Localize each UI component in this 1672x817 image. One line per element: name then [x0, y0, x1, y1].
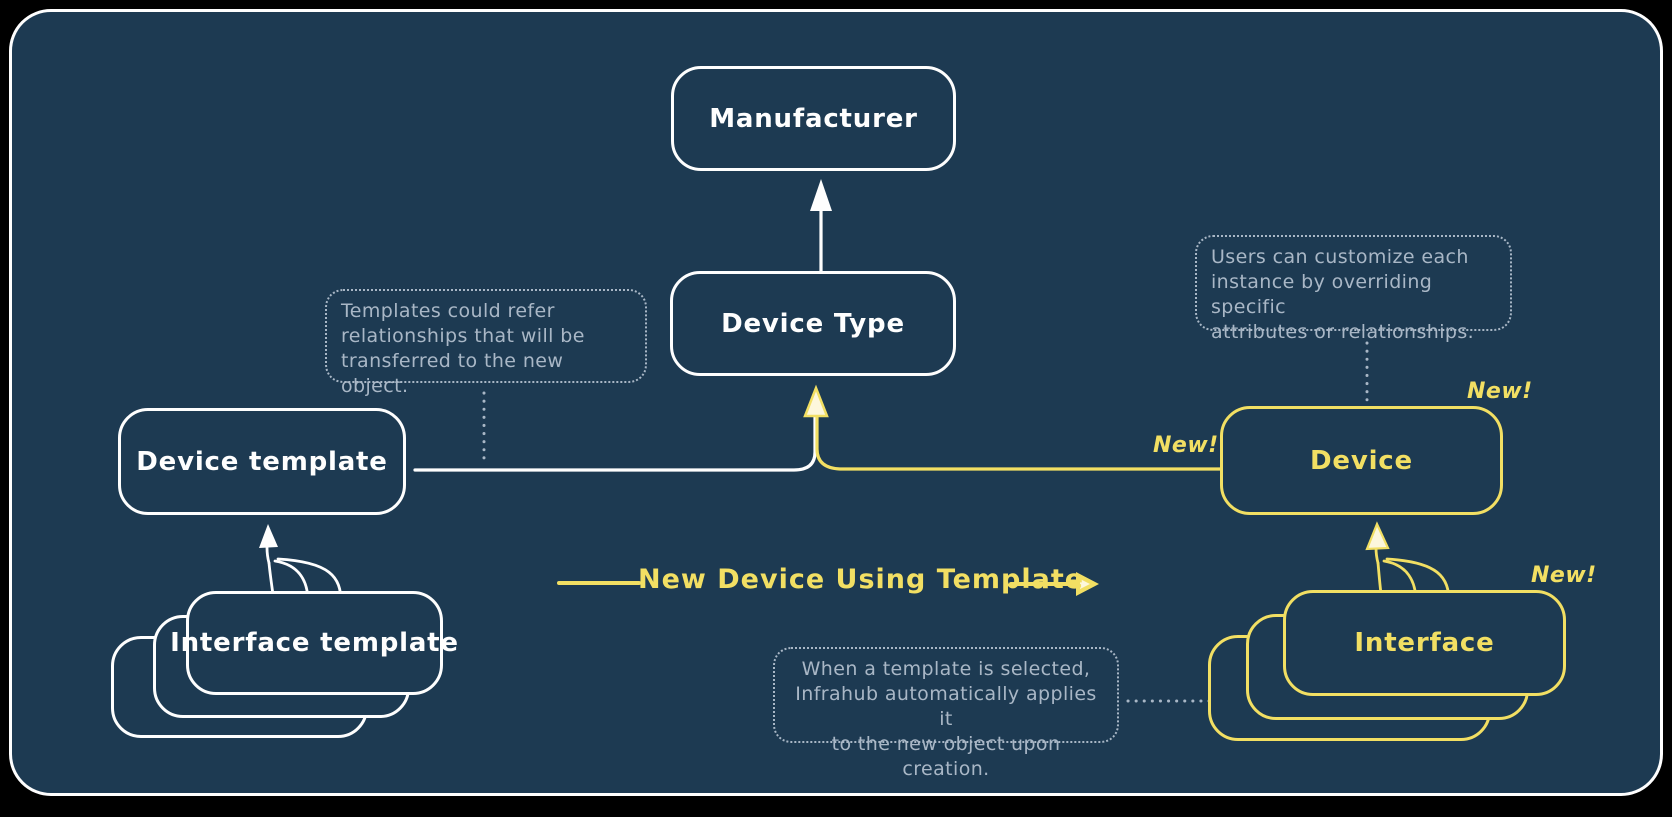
diagram-canvas: Manufacturer Device Type Device template…: [9, 9, 1663, 796]
node-device-type-label: Device Type: [721, 308, 905, 339]
note-customize: Users can customize each instance by ove…: [1195, 235, 1512, 343]
connector-devicetemplate-to-devicetype: [413, 406, 817, 472]
node-interface-label: Interface: [1354, 628, 1495, 658]
note-customize-line1: Users can customize each: [1211, 246, 1469, 268]
note-templates-line1: Templates could refer: [341, 300, 555, 322]
connector-interfacetemplate-to-devicetemplate: [265, 532, 271, 565]
badge-new-device-connector: New!: [1153, 433, 1219, 458]
node-interface-template-label: Interface template: [170, 628, 459, 658]
note-apply-line3: to the new object upon creation.: [831, 733, 1061, 780]
node-device-template-label: Device template: [136, 446, 388, 477]
node-device-type: Device Type: [670, 271, 956, 376]
note-customize-line3: attributes or relationships.: [1211, 321, 1475, 343]
note-templates: Templates could refer relationships that…: [325, 289, 647, 397]
node-device-label: Device: [1310, 445, 1413, 476]
note-apply: When a template is selected, Infrahub au…: [773, 647, 1119, 780]
arrowhead-into-device: [1365, 521, 1390, 551]
node-manufacturer-label: Manufacturer: [709, 103, 918, 134]
node-manufacturer: Manufacturer: [671, 66, 956, 171]
note-templates-line3: transferred to the new object.: [341, 350, 564, 397]
note-templates-line2: relationships that will be: [341, 325, 585, 347]
arrowhead-into-devicetemplate: [259, 524, 278, 548]
note-customize-line2: instance by overriding specific: [1211, 271, 1433, 318]
note-apply-line1: When a template is selected,: [801, 658, 1091, 680]
interface-template-card-front: Interface template: [170, 591, 459, 695]
connector-interface-to-device: [1374, 532, 1380, 565]
node-device: Device: [1220, 406, 1503, 515]
flow-label: New Device Using Template: [638, 564, 1085, 595]
note-apply-line2: Infrahub automatically applies it: [795, 683, 1097, 730]
node-device-template: Device template: [118, 408, 406, 515]
badge-new-device-box: New!: [1467, 379, 1533, 404]
badge-new-interface-stack: New!: [1531, 563, 1597, 588]
arrowhead-devicetype-to-manufacturer: [810, 179, 832, 211]
arrowhead-into-devicetype: [803, 384, 829, 418]
interface-card-front: Interface: [1283, 590, 1566, 696]
